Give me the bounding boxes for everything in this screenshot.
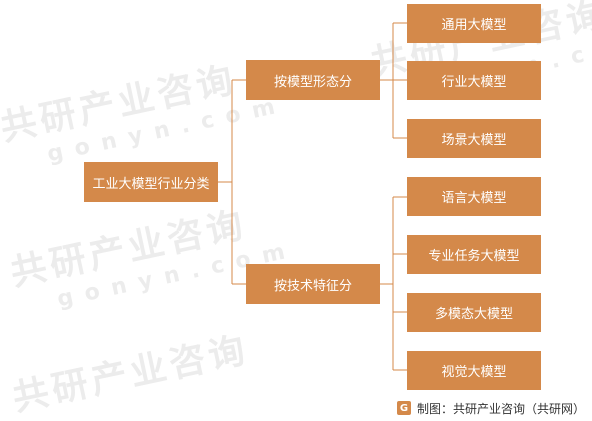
branch-node-tech: 按技术特征分 <box>246 264 380 304</box>
leaf-node: 场景大模型 <box>407 119 541 158</box>
leaf-node: 行业大模型 <box>407 61 541 100</box>
leaf-node: 专业任务大模型 <box>407 235 541 274</box>
root-node: 工业大模型行业分类 <box>84 162 218 202</box>
footer-credit: G 制图：共研产业咨询（共研网） <box>397 397 585 419</box>
leaf-node: 语言大模型 <box>407 177 541 216</box>
footer-text: 制图：共研产业咨询（共研网） <box>417 401 586 416</box>
leaf-node: 视觉大模型 <box>407 351 541 390</box>
leaf-node: 多模态大模型 <box>407 293 541 332</box>
branch-node-form: 按模型形态分 <box>246 60 380 100</box>
leaf-node: 通用大模型 <box>407 4 541 43</box>
logo-icon: G <box>397 401 411 415</box>
